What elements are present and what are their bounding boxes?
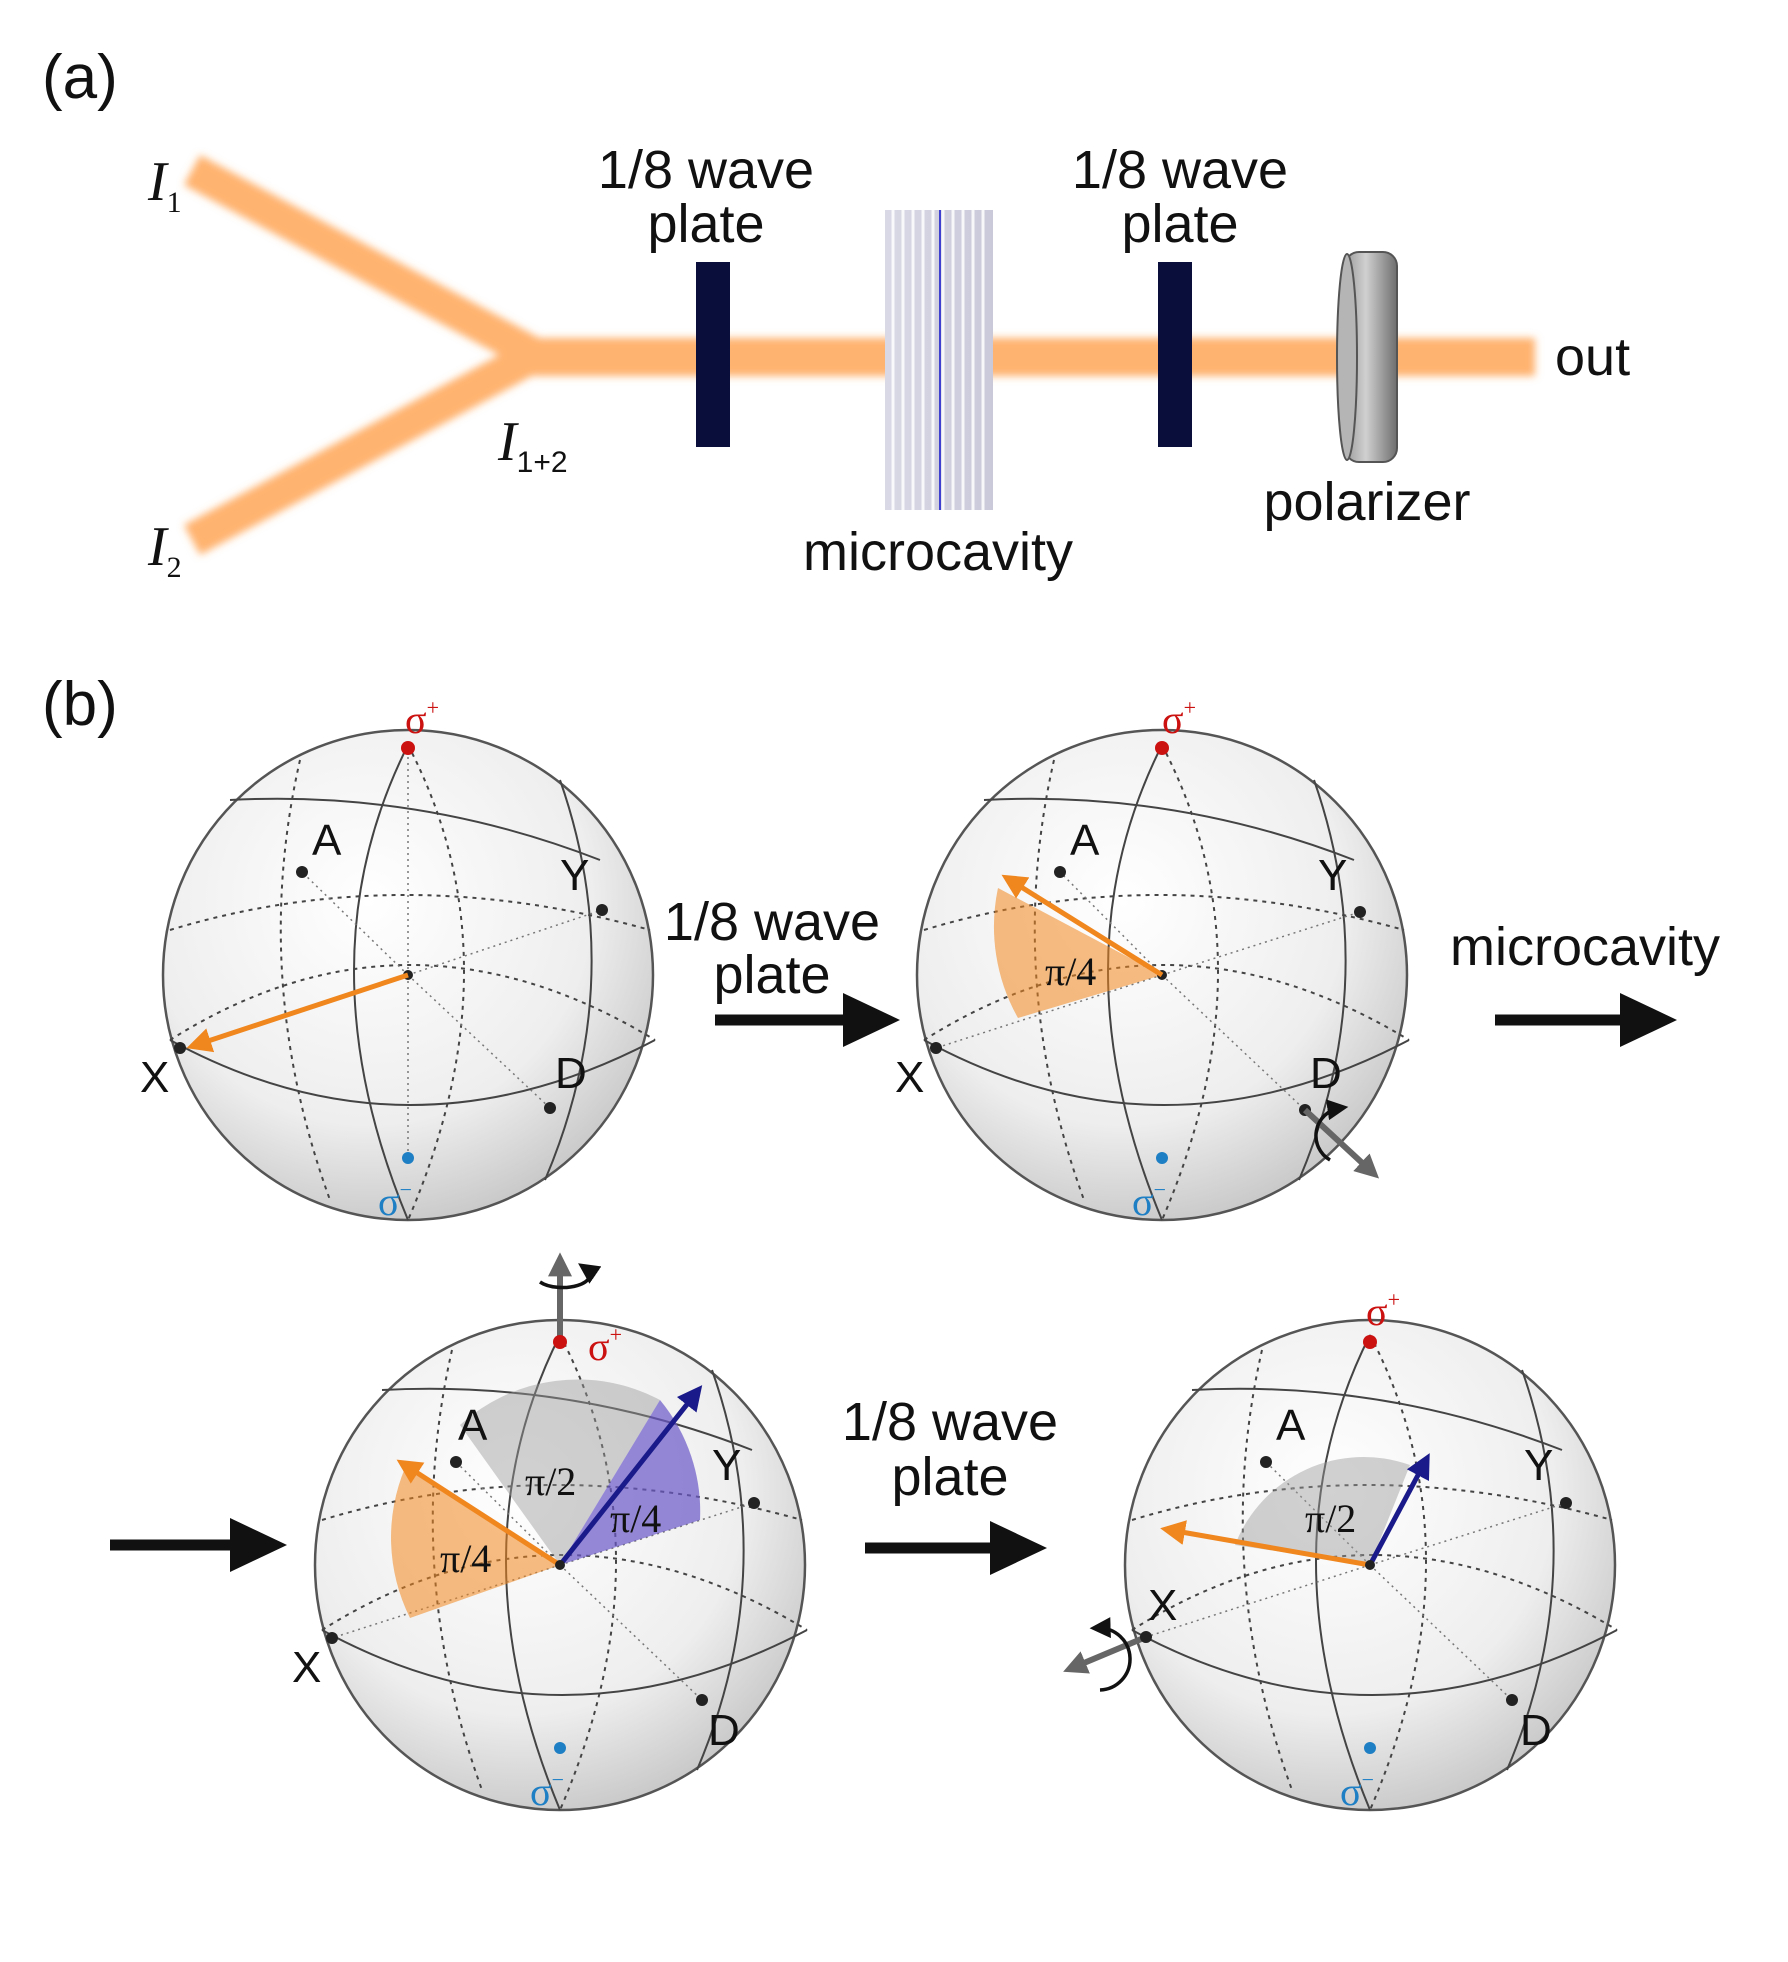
angle-wedge-orange xyxy=(993,888,1162,1018)
combined-beam-label: I1+2 xyxy=(497,411,568,479)
label-Y: Y xyxy=(1524,1441,1553,1490)
label-D: D xyxy=(1310,1049,1342,1098)
label-D: D xyxy=(708,1706,740,1755)
microcavity xyxy=(885,210,993,510)
polarization-vector-orange xyxy=(1001,874,1164,978)
waveplate-1-label-line1: 1/8 wave xyxy=(598,140,814,200)
waveplate-1 xyxy=(696,262,730,447)
angle-label-pi-4-purple: π/4 xyxy=(610,1496,661,1541)
sigma-plus-label: σ+ xyxy=(405,695,439,742)
input-1-label: I1 xyxy=(147,151,182,219)
panel-a-label: (a) xyxy=(42,43,118,112)
label-X: X xyxy=(292,1643,321,1692)
panel-a: (a) I1 I2 I1+2 1/8 wave plate mic xyxy=(42,43,1630,584)
step-arrow-2 xyxy=(1495,993,1677,1047)
sigma-minus-label: σ− xyxy=(378,1177,412,1224)
label-X: X xyxy=(1148,1581,1177,1630)
bloch-sphere-1: σ+ σ− A Y X D xyxy=(140,695,656,1224)
angle-label-pi-2: π/2 xyxy=(1305,1496,1356,1541)
polarization-vector-purple xyxy=(558,1385,703,1567)
microcavity-label: microcavity xyxy=(803,522,1073,582)
rotation-direction-icon xyxy=(1314,1099,1349,1162)
sigma-minus-label: σ− xyxy=(530,1767,564,1814)
polarizer xyxy=(1336,251,1398,463)
waveplate-2-label-line2: plate xyxy=(1121,194,1238,254)
bloch-sphere-4: π/2 σ+ σ− A Y X D xyxy=(1063,1287,1618,1814)
beam-input-2 xyxy=(183,340,544,555)
sigma-minus-label: σ− xyxy=(1132,1177,1166,1224)
step-3-label-line2: plate xyxy=(891,1447,1008,1507)
step-3-label-line1: 1/8 wave xyxy=(842,1392,1058,1452)
polarization-vector-orange xyxy=(186,972,409,1053)
polarization-vector-orange xyxy=(396,1459,562,1568)
angle-label-pi-4: π/4 xyxy=(1045,949,1096,994)
label-A: A xyxy=(1276,1401,1306,1450)
input-2-label: I2 xyxy=(147,516,182,584)
step-arrow-2-continued xyxy=(110,1518,287,1572)
sigma-minus-label: σ− xyxy=(1340,1767,1374,1814)
label-Y: Y xyxy=(1318,851,1347,900)
label-X: X xyxy=(140,1053,169,1102)
waveplate-1-label-line2: plate xyxy=(647,194,764,254)
step-arrow-3 xyxy=(865,1521,1047,1575)
step-2-label: microcavity xyxy=(1450,917,1720,977)
panel-b-label: (b) xyxy=(42,670,118,739)
step-1-label-line1: 1/8 wave xyxy=(664,892,880,952)
sigma-minus-point xyxy=(402,1152,414,1164)
rotation-direction-icon xyxy=(539,1263,602,1290)
angle-wedge-gray xyxy=(460,1379,660,1565)
rotation-direction-icon xyxy=(1089,1617,1132,1692)
step-arrow-1 xyxy=(715,993,900,1047)
waveplate-2-label-line1: 1/8 wave xyxy=(1072,140,1288,200)
angle-label-pi-2: π/2 xyxy=(525,1459,576,1504)
label-Y: Y xyxy=(560,851,589,900)
label-Y: Y xyxy=(712,1441,741,1490)
output-label: out xyxy=(1555,327,1630,387)
sigma-plus-label: σ+ xyxy=(588,1322,622,1369)
bloch-sphere-2: π/4 σ+ σ− A Y X D xyxy=(895,695,1410,1224)
polarization-vector-orange xyxy=(1160,1520,1371,1568)
label-A: A xyxy=(312,816,342,865)
panel-b: (b) xyxy=(42,670,1720,1814)
label-A: A xyxy=(1070,816,1100,865)
polarization-vector-purple xyxy=(1367,1453,1430,1567)
rotation-axis-X xyxy=(1063,1634,1148,1674)
step-1-label-line2: plate xyxy=(713,945,830,1005)
waveplate-2 xyxy=(1158,262,1192,447)
beam-input-1 xyxy=(183,155,544,370)
sigma-plus-label: σ+ xyxy=(1366,1287,1400,1334)
label-X: X xyxy=(895,1053,924,1102)
angle-wedge-gray xyxy=(1235,1456,1410,1565)
label-A: A xyxy=(458,1401,488,1450)
label-D: D xyxy=(1520,1706,1552,1755)
polarizer-label: polarizer xyxy=(1263,472,1470,532)
label-D: D xyxy=(555,1049,587,1098)
sigma-plus-point xyxy=(401,741,415,755)
bloch-sphere-3: π/2 π/4 π/4 σ+ σ− A Y X D xyxy=(292,1252,808,1814)
rotation-axis-D xyxy=(1302,1107,1380,1179)
angle-wedge-orange xyxy=(391,1468,560,1618)
angle-label-pi-4-orange: π/4 xyxy=(440,1536,491,1581)
sigma-plus-label: σ+ xyxy=(1162,695,1196,742)
